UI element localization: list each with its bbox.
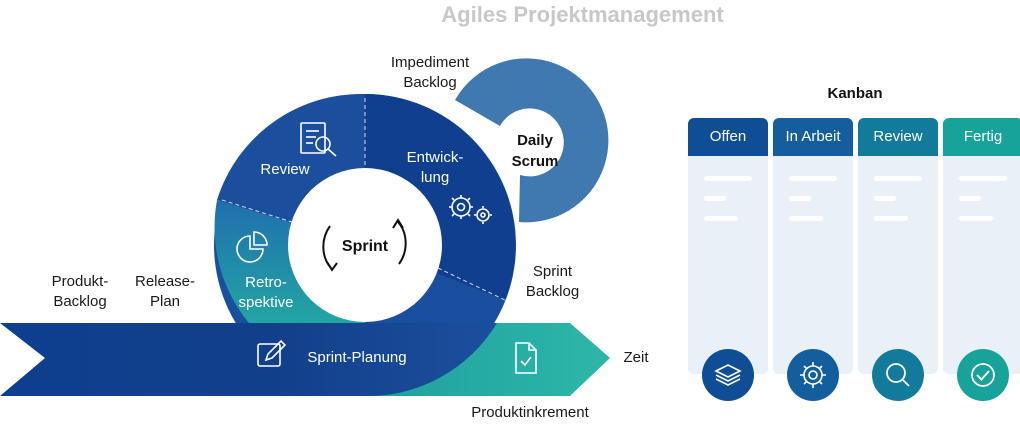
stack-icon xyxy=(702,349,754,401)
produktinkrement-doc-icon xyxy=(515,342,537,374)
kanban-column-body xyxy=(858,154,938,374)
separator-left xyxy=(221,199,293,223)
review-label: Review xyxy=(260,161,310,178)
produktinkrement-label: Produktinkrement xyxy=(471,404,589,421)
release-plan-label: Release-Plan xyxy=(134,273,196,310)
sprint-label: Sprint xyxy=(341,238,389,255)
kanban-card-line xyxy=(704,196,726,201)
kanban-card-line xyxy=(789,196,811,201)
kanban-header-in-arbeit: In Arbeit xyxy=(773,118,853,156)
zeit-label: Zeit xyxy=(623,349,649,366)
entwicklung-gears-icon xyxy=(449,195,492,224)
kanban-column-fertig: Fertig xyxy=(943,118,1020,406)
sprint-inner-circle xyxy=(288,168,442,322)
checkmark-icon xyxy=(957,349,1009,401)
separator-right xyxy=(437,267,506,301)
kanban-header-fertig: Fertig xyxy=(943,118,1020,156)
kanban-card-line xyxy=(959,176,1007,181)
sprint-arrow-right-head xyxy=(392,218,404,229)
produkt-backlog-label: Produkt-Backlog xyxy=(51,273,109,310)
kanban-column-in-arbeit: In Arbeit xyxy=(773,118,853,406)
sprint-planung-edit-icon xyxy=(257,339,287,367)
kanban-header-review: Review xyxy=(858,118,938,156)
daily-scrum-ring xyxy=(455,58,609,223)
kanban-card-line xyxy=(704,176,752,181)
retrospektive-label: Retro-spektive xyxy=(238,274,294,311)
kanban-card-line xyxy=(874,176,922,181)
retro-pie-icon xyxy=(236,231,268,263)
kanban-card-line xyxy=(874,216,908,221)
magnifier-icon xyxy=(872,349,924,401)
kanban-card-line xyxy=(874,196,896,201)
kanban-column-review: Review xyxy=(858,118,938,406)
gear-icon xyxy=(787,349,839,401)
kanban-column-body xyxy=(943,154,1020,374)
kanban-header-offen: Offen xyxy=(688,118,768,156)
kanban-card-line xyxy=(959,196,981,201)
kanban-card-line xyxy=(704,216,738,221)
kanban-column-body xyxy=(688,154,768,374)
review-document-icon xyxy=(300,122,337,157)
kanban-card-line xyxy=(789,216,823,221)
entwicklung-label: Entwick-lung xyxy=(406,149,464,186)
kanban-card-line xyxy=(789,176,837,181)
sprint-arrow-left-head xyxy=(326,261,338,272)
kanban-column-body xyxy=(773,154,853,374)
sprint-planung-arrow xyxy=(0,323,497,397)
kanban-title: Kanban xyxy=(827,85,883,102)
page-title: Agiles Projektmanagement xyxy=(441,2,724,27)
kanban-column-offen: Offen xyxy=(688,118,768,406)
kanban-card-line xyxy=(959,216,993,221)
sprint-planung-label: Sprint-Planung xyxy=(307,349,407,366)
